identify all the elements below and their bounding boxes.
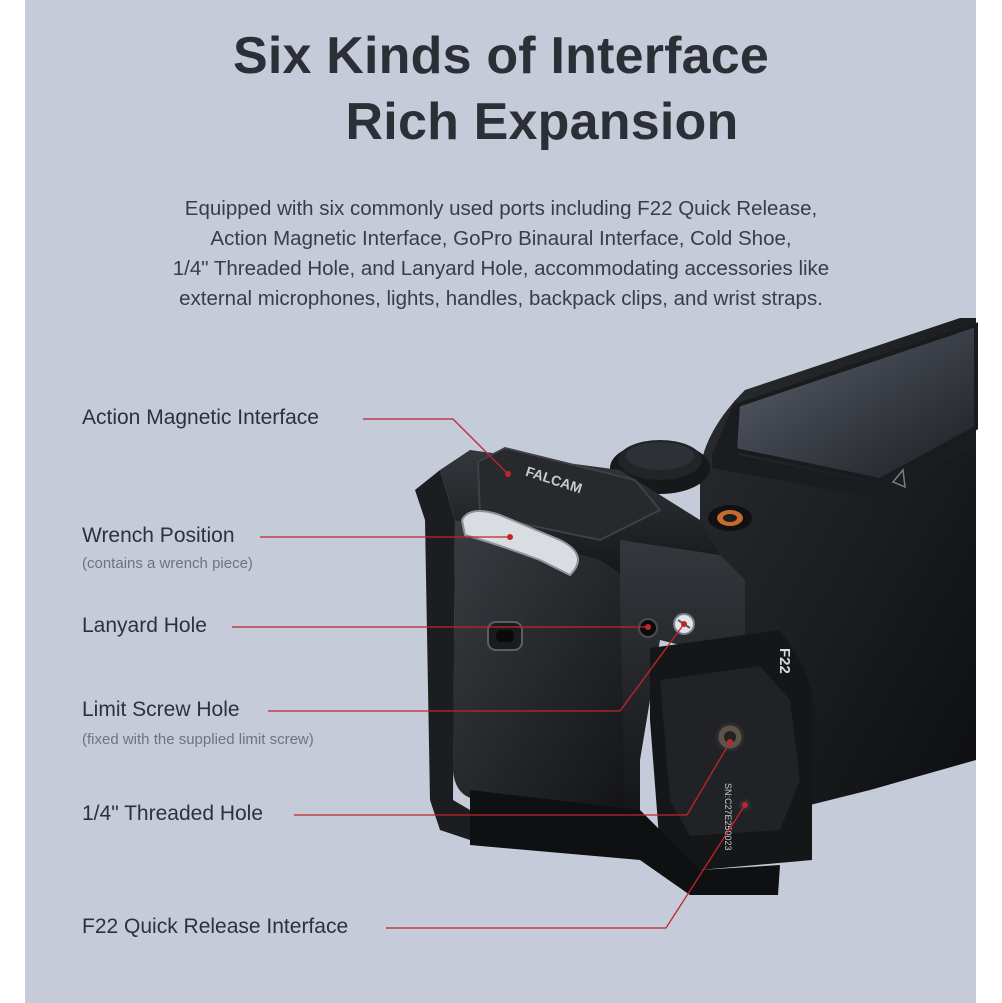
- callout-threaded-hole: 1/4" Threaded Hole: [82, 802, 264, 825]
- description-text: Equipped with six commonly used ports in…: [0, 194, 1002, 314]
- cage-left-frame: [415, 470, 470, 840]
- leader-action-magnetic: [363, 418, 509, 475]
- action-camera-body: [453, 505, 640, 810]
- description-line: 1/4" Threaded Hole, and Lanyard Hole, ac…: [172, 257, 830, 280]
- headline-line-1: Six Kinds of Interface: [232, 27, 770, 85]
- description-line: external microphones, lights, handles, b…: [179, 287, 823, 310]
- cage-right-column: [620, 540, 745, 820]
- callout-lanyard-hole: Lanyard Hole: [82, 614, 207, 637]
- callout-wrench-note: (contains a wrench piece): [82, 555, 253, 572]
- leader-limit-screw: [268, 623, 685, 712]
- f22-mark: F22: [776, 648, 793, 674]
- callout-limit-screw: Limit Screw Hole: [82, 698, 240, 721]
- screen-bezel: [712, 400, 976, 498]
- serial-number: SN:C27E250023: [723, 783, 733, 851]
- wrench-piece: [460, 510, 579, 577]
- callout-f22-interface: F22 Quick Release Interface: [82, 915, 349, 938]
- description-line: Action Magnetic Interface, GoPro Binaura…: [210, 227, 792, 250]
- callout-leaders: [232, 418, 746, 929]
- callout-limit-screw-note: (fixed with the supplied limit screw): [82, 731, 314, 748]
- leader-f22: [386, 804, 746, 929]
- callout-action-magnetic: Action Magnetic Interface: [82, 406, 319, 429]
- headline-line-2: Rich Expansion: [345, 93, 739, 151]
- cold-shoe-base: [470, 790, 780, 895]
- callout-dots: [505, 471, 748, 808]
- description-line: Equipped with six commonly used ports in…: [184, 197, 818, 220]
- callout-wrench-position: Wrench Position: [82, 524, 235, 547]
- triangle-icon: [891, 468, 906, 489]
- leader-threaded-hole: [294, 741, 731, 816]
